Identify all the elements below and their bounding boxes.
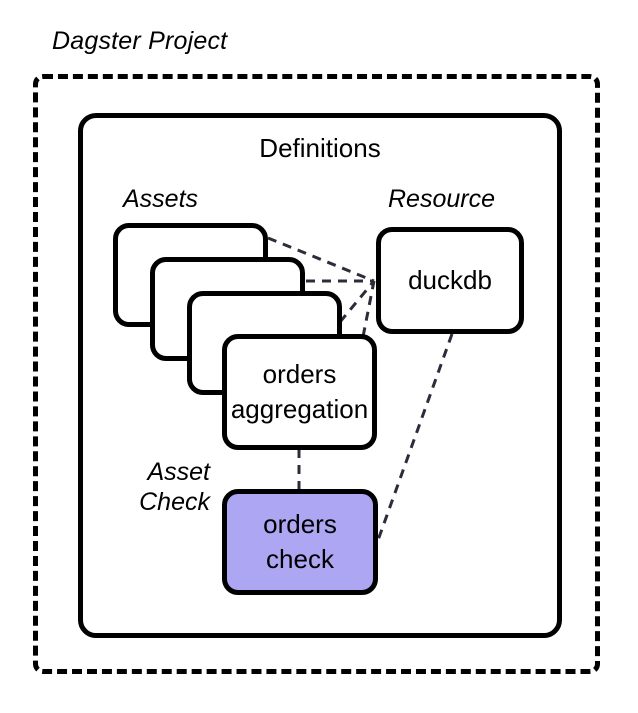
project-boundary bbox=[33, 74, 600, 674]
asset-card-line-2: aggregation bbox=[230, 394, 369, 424]
asset-check-card-line-2: check bbox=[266, 544, 334, 574]
assets-caption: Assets bbox=[123, 185, 199, 213]
project-label: Dagster Project bbox=[52, 27, 228, 55]
asset-check-card-line-1: orders bbox=[263, 508, 337, 539]
resource-caption: Resource bbox=[388, 185, 495, 213]
definitions-title: Definitions bbox=[259, 133, 381, 163]
asset-check-caption: Asset Check bbox=[139, 458, 210, 516]
resource-card-label: duckdb bbox=[408, 264, 492, 295]
asset-check-card-orders-check[interactable]: orders check bbox=[222, 489, 378, 595]
asset-card-orders-aggregation[interactable]: orders aggregation bbox=[222, 334, 377, 450]
asset-card-line-1: orders bbox=[262, 358, 337, 389]
resource-card-duckdb[interactable]: duckdb bbox=[376, 227, 524, 334]
